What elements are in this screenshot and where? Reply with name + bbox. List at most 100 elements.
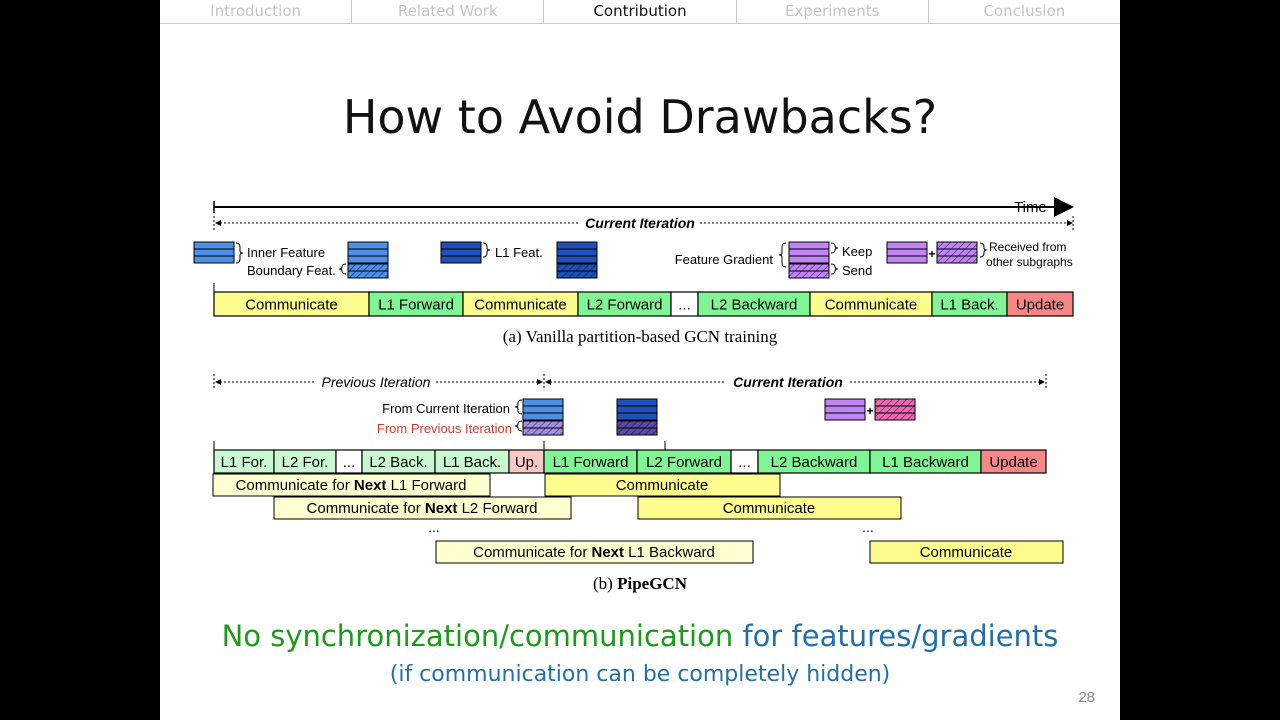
svg-text:Communicate for Next L2 Forwar: Communicate for Next L2 Forward bbox=[307, 500, 538, 517]
timeline-block-: ... bbox=[730, 449, 759, 474]
conclusion-line-2: (if communication can be completely hidd… bbox=[389, 662, 891, 687]
timeline-block-update: Update bbox=[980, 449, 1047, 474]
svg-text:L1 Back.: L1 Back. bbox=[940, 296, 998, 313]
timeline-block-l1-back: L1 Back. bbox=[931, 291, 1008, 317]
svg-text:...: ... bbox=[738, 454, 751, 471]
page-number: 28 bbox=[1078, 689, 1095, 706]
svg-text:L2 Forward: L2 Forward bbox=[587, 296, 663, 313]
timeline-block-l1-forward: L1 Forward bbox=[368, 291, 464, 317]
slide-title: How to Avoid Drawbacks? bbox=[342, 90, 938, 144]
timeline-block-l1-forward: L1 Forward bbox=[543, 449, 638, 474]
timeline-block-l2-backward: L2 Backward bbox=[697, 291, 811, 317]
time-label: Time bbox=[1014, 199, 1047, 216]
svg-text:+: + bbox=[866, 404, 873, 418]
timeline-block-: ... bbox=[335, 449, 363, 474]
timeline-block-l2-forward: L2 Forward bbox=[577, 291, 672, 317]
current-iteration-label-b: Current Iteration bbox=[733, 374, 843, 390]
nav-tab-contribution[interactable]: Contribution bbox=[544, 0, 737, 23]
slide: Introduction Related Work Contribution E… bbox=[160, 0, 1120, 720]
from-previous-label: From Previous Iteration bbox=[377, 421, 512, 436]
legend-received-1: Received from bbox=[989, 240, 1066, 254]
comm-next-l1-backward: Communicate for Next L1 Backward bbox=[435, 540, 754, 564]
vanilla-timeline: Communicate L1 Forward Communicate L2 Forwa… bbox=[213, 291, 1074, 317]
svg-text:L1 Forward: L1 Forward bbox=[553, 454, 629, 471]
svg-text:L1 For.: L1 For. bbox=[221, 454, 268, 471]
caption-a: (a) Vanilla partition-based GCN training bbox=[503, 327, 778, 346]
timeline-block-communicate: Communicate bbox=[809, 291, 933, 317]
timeline-block-up: Up. bbox=[508, 449, 545, 474]
timeline-block-communicate: Communicate bbox=[213, 291, 370, 317]
from-current-blue-icon bbox=[522, 398, 564, 436]
svg-text:L2 Backward: L2 Backward bbox=[771, 454, 858, 471]
conclusion-blue: for features/gradients bbox=[733, 619, 1059, 653]
legend-inner-feature-icon bbox=[193, 241, 235, 264]
svg-text:Update: Update bbox=[1016, 296, 1064, 313]
current-iteration-label-a: Current Iteration bbox=[585, 215, 695, 231]
svg-text:Communicate: Communicate bbox=[474, 296, 567, 313]
legend-inner-feature: Inner Feature bbox=[247, 245, 325, 260]
svg-text:Up.: Up. bbox=[515, 454, 538, 471]
svg-text:L1 Back.: L1 Back. bbox=[443, 454, 501, 471]
ellipsis-left: ... bbox=[428, 519, 440, 535]
timeline-block-l1-for: L1 For. bbox=[213, 449, 275, 474]
svg-text:L2 For.: L2 For. bbox=[282, 454, 329, 471]
comm-next-l2-forward: Communicate for Next L2 Forward bbox=[273, 496, 572, 520]
legend-feature-gradient: Feature Gradient bbox=[675, 252, 774, 267]
caption-b: (b) PipeGCN bbox=[593, 574, 688, 593]
from-current-label: From Current Iteration bbox=[382, 401, 510, 416]
svg-text:Communicate for Next L1 Backwa: Communicate for Next L1 Backward bbox=[473, 544, 715, 561]
plus-icon: + bbox=[928, 247, 935, 261]
conclusion-line-1: No synchronization/communication for fea… bbox=[160, 619, 1120, 653]
pipeline-diagram: Time Current Iteration Inner Feature Bou… bbox=[193, 197, 1074, 593]
from-current-dark-icon bbox=[616, 398, 658, 436]
timeline-block-l2-back: L2 Back. bbox=[361, 449, 436, 474]
legend-l1-feat: L1 Feat. bbox=[495, 245, 543, 260]
timeline-block-update: Update bbox=[1006, 291, 1074, 317]
diagram-a: Time Current Iteration Inner Feature Bou… bbox=[193, 197, 1074, 346]
nav-tab-experiments[interactable]: Experiments bbox=[737, 0, 929, 23]
pipegcn-timeline: L1 For. L2 For.... L2 Back. L1 Back. Up. L1 F… bbox=[213, 449, 1047, 474]
timeline-block-communicate: Communicate bbox=[462, 291, 579, 317]
legend-boundary-feat: Boundary Feat. bbox=[247, 263, 336, 278]
legend-boundary-icon bbox=[347, 241, 389, 279]
gradient-pink-icon: + bbox=[824, 398, 916, 421]
svg-text:Communicate for Next L1 Forwar: Communicate for Next L1 Forward bbox=[236, 477, 467, 494]
svg-text:Communicate: Communicate bbox=[245, 296, 338, 313]
svg-text:Communicate: Communicate bbox=[723, 500, 816, 517]
svg-text:...: ... bbox=[343, 454, 356, 471]
timeline-block-l2-backward: L2 Backward bbox=[757, 449, 871, 474]
legend-received-purple-icon bbox=[886, 241, 928, 264]
svg-text:L2 Forward: L2 Forward bbox=[646, 454, 722, 471]
timeline-block-l1-backward: L1 Backward bbox=[869, 449, 982, 474]
nav-tab-conclusion[interactable]: Conclusion bbox=[983, 2, 1066, 20]
timeline-block-l2-for: L2 For. bbox=[273, 449, 337, 474]
nav-tab-introduction[interactable]: Introduction bbox=[160, 0, 353, 23]
timeline-block-l1-back: L1 Back. bbox=[434, 449, 510, 474]
comm-next-l1-forward: Communicate for Next L1 Forward bbox=[212, 473, 491, 497]
legend-send: Send bbox=[842, 263, 872, 278]
legend-received-2: other subgraphs bbox=[986, 255, 1073, 269]
conclusion-green: No synchronization/communication bbox=[221, 619, 734, 653]
comm-current-1: Communicate bbox=[544, 473, 781, 497]
nav-tab-related-work[interactable]: Related Work bbox=[352, 0, 545, 23]
legend-keep: Keep bbox=[842, 244, 872, 259]
timeline-block-l2-forward: L2 Forward bbox=[636, 449, 732, 474]
svg-text:Communicate: Communicate bbox=[825, 296, 918, 313]
svg-text:L2 Backward: L2 Backward bbox=[711, 296, 798, 313]
legend-l1-boundary-icon bbox=[556, 241, 598, 279]
svg-text:Communicate: Communicate bbox=[616, 477, 709, 494]
ellipsis-right: ... bbox=[862, 519, 874, 535]
comm-current-2: Communicate bbox=[637, 496, 902, 520]
legend-feature-gradient-icon bbox=[788, 241, 830, 279]
svg-text:L2 Back.: L2 Back. bbox=[369, 454, 427, 471]
timeline-block-: ... bbox=[670, 291, 699, 317]
diagram-b: Previous Iteration Current Iteration Fro… bbox=[212, 374, 1064, 593]
comm-current-3: Communicate bbox=[869, 540, 1064, 564]
legend-received-hatched-icon bbox=[936, 241, 978, 264]
previous-iteration-label: Previous Iteration bbox=[322, 374, 431, 390]
svg-text:L1 Forward: L1 Forward bbox=[378, 296, 454, 313]
svg-text:Communicate: Communicate bbox=[920, 544, 1013, 561]
legend-l1-feat-icon bbox=[440, 241, 482, 264]
svg-text:...: ... bbox=[678, 296, 691, 313]
section-nav: Introduction Related Work Contribution E… bbox=[160, 0, 1120, 24]
